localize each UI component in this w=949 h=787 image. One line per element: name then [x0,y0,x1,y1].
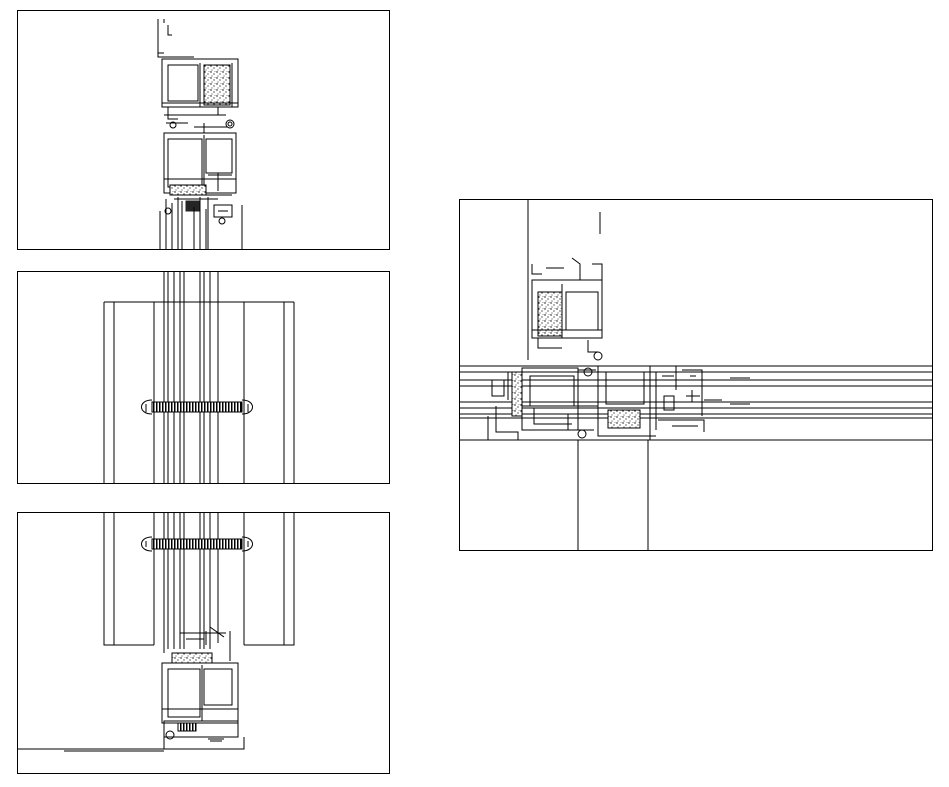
sill-drip-profile [164,737,244,749]
center-gasket-bottom [578,430,586,438]
transom-end-right [242,400,253,414]
corner-guide-lines [460,200,933,551]
mullion-chamber [566,292,598,330]
middle-transom-bar [152,402,242,412]
right-sash-chamber [606,372,644,404]
mullion-head-profile [532,258,602,298]
horizontal-section-corner-view [459,199,933,551]
sash-chamber-left [168,139,202,187]
head-insulation [204,65,230,105]
middle-frame-boundary [104,302,294,484]
center-frame-outer [522,368,578,430]
sill-chamber-left [168,669,200,717]
sill-gasket [166,731,174,739]
left-frame-profile [488,372,518,440]
head-gasket [226,120,234,128]
right-frame-profile [658,366,704,432]
mullion-outer [532,280,602,338]
mullion-insulation [538,292,562,336]
sash-insulation [170,185,206,195]
head-screw [170,122,176,128]
vertical-section-middle-view [17,271,390,484]
mullion-gasket [594,352,602,360]
middle-section-drawing [18,272,390,484]
middle-glazing-lines [164,272,218,484]
sill-chamber-right [204,669,232,705]
glazing-bead [166,195,232,250]
sill-insulation [172,653,212,663]
sill-glazing-lines [164,513,218,653]
head-frame-details [162,63,238,119]
sash-chamber-right [206,139,232,173]
vertical-section-head-view [17,10,390,250]
sill-sash-profile [180,627,230,661]
transom-lines [460,366,933,418]
sill-frame-boundary [104,513,294,645]
head-gasket-lines [164,115,228,133]
sill-frame-outer [162,663,238,723]
right-insulation [608,410,640,428]
vertical-section-sill-view [17,512,390,774]
head-cap-profile [158,19,194,57]
head-frame-inner [168,65,198,101]
corner-section-drawing [460,200,933,551]
left-insulation [512,372,522,416]
transom-end-left [142,400,153,414]
glazing-spacer [186,201,200,211]
floor-line [18,749,164,751]
sill-section-drawing [18,513,390,774]
center-gasket-top [584,368,592,376]
sash-frame-outer [164,133,236,193]
sill-transom-bar [152,539,242,549]
sill-threshold [164,721,238,737]
head-section-drawing [18,11,390,250]
